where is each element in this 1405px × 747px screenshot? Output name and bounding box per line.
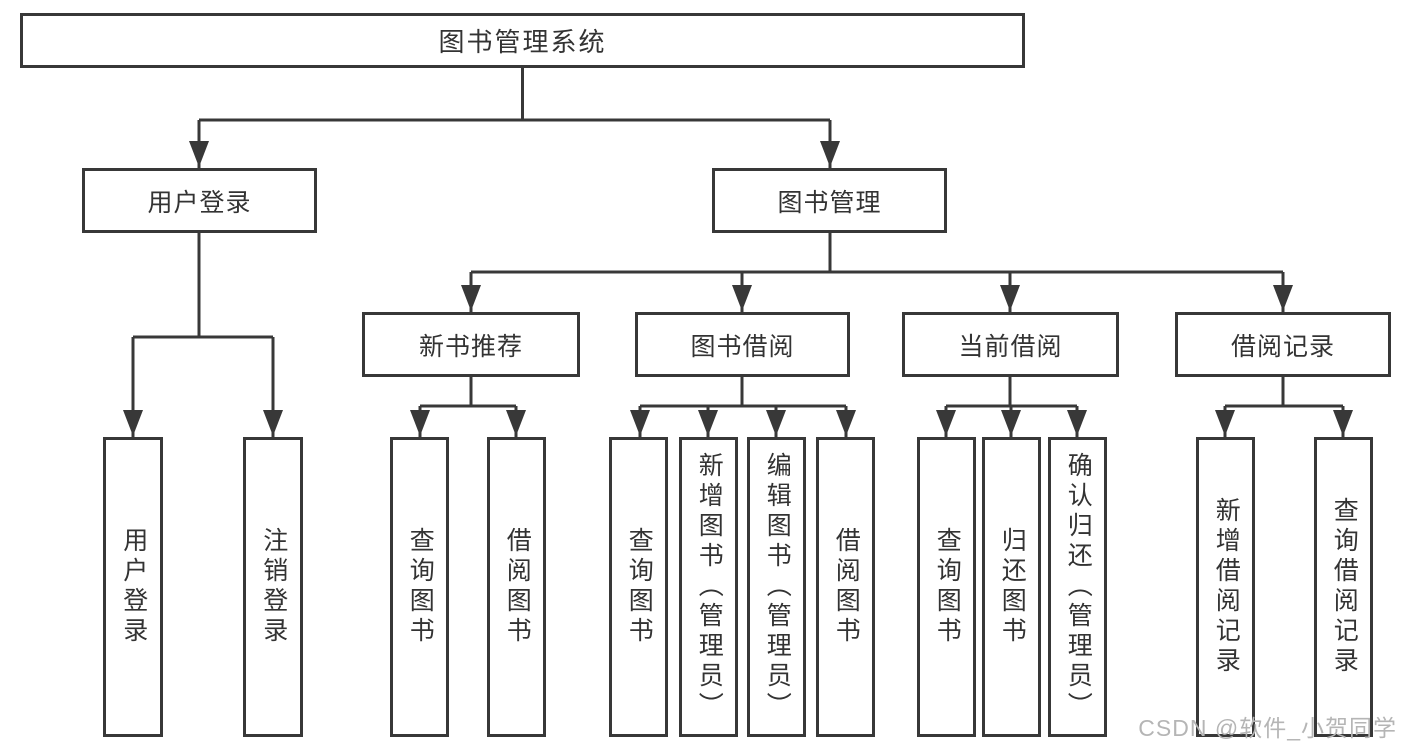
node-leaf-borrow-book-2: 借阅图书 [816,437,875,737]
node-leaf-user-login: 用户登录 [103,437,163,737]
node-new-book-recommend: 新书推荐 [362,312,580,377]
node-borrow-records: 借阅记录 [1175,312,1391,377]
node-leaf-borrow-book-1: 借阅图书 [487,437,546,737]
node-leaf-query-book-2: 查询图书 [609,437,668,737]
node-current-borrow: 当前借阅 [902,312,1119,377]
node-user-login: 用户登录 [82,168,317,233]
node-leaf-confirm-return-admin: 确认归还（管理员） [1048,437,1107,737]
node-leaf-add-book-admin: 新增图书（管理员） [679,437,738,737]
node-leaf-logout-login: 注销登录 [243,437,303,737]
node-book-borrow: 图书借阅 [635,312,850,377]
node-book-management: 图书管理 [712,168,947,233]
node-leaf-query-book-1: 查询图书 [390,437,449,737]
node-root: 图书管理系统 [20,13,1025,68]
node-leaf-edit-book-admin: 编辑图书（管理员） [747,437,806,737]
csdn-watermark: CSDN @软件_小贺同学 [1138,715,1397,741]
node-leaf-add-borrow-record: 新增借阅记录 [1196,437,1255,737]
node-leaf-query-book-3: 查询图书 [917,437,976,737]
node-leaf-return-book: 归还图书 [982,437,1041,737]
node-leaf-query-borrow-record: 查询借阅记录 [1314,437,1373,737]
